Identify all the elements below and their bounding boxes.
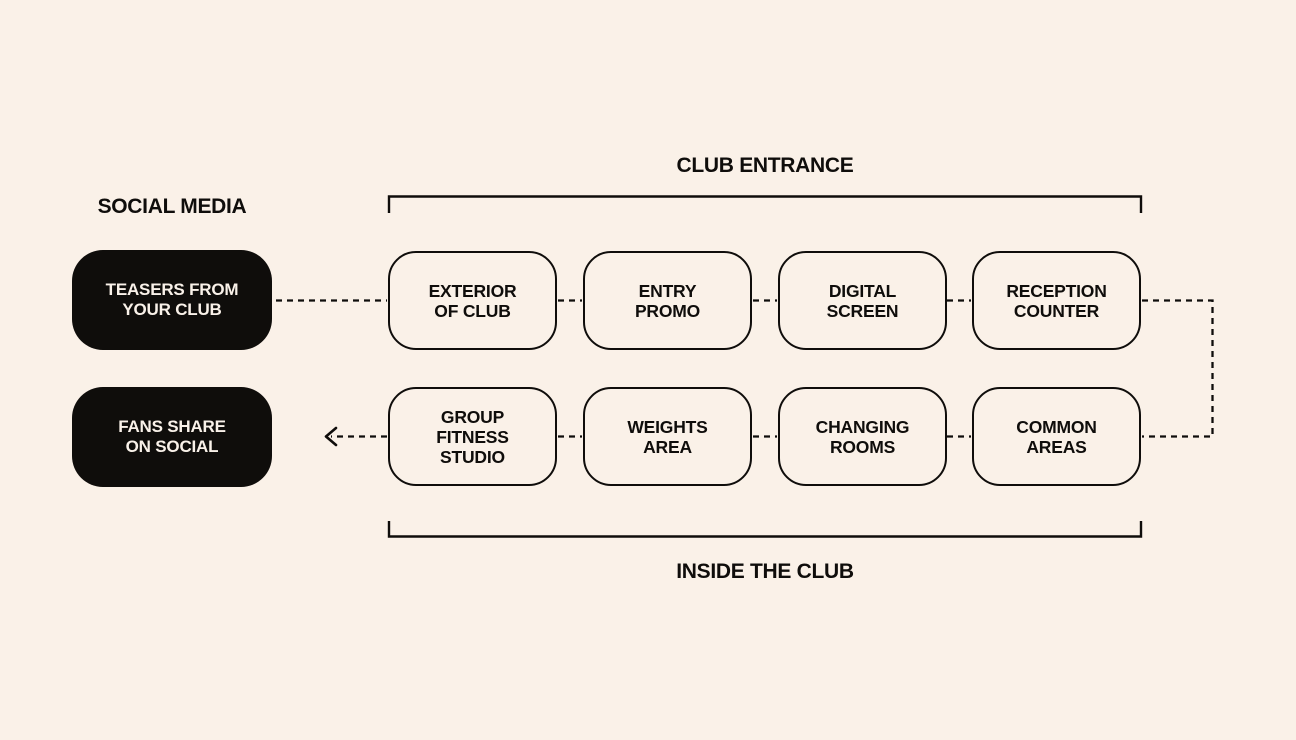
connector-reception-to-common — [1142, 299, 1214, 438]
inside-the-club-bracket — [387, 521, 1143, 538]
digital-screen-node: DIGITAL SCREEN — [778, 251, 947, 350]
left-arrow-icon — [324, 426, 338, 447]
entry-promo-node: ENTRY PROMO — [583, 251, 752, 350]
club-entrance-heading: CLUB ENTRANCE — [676, 154, 854, 177]
exterior-of-club-node: EXTERIOR OF CLUB — [388, 251, 557, 350]
weights-area-node: WEIGHTS AREA — [583, 387, 752, 486]
club-entrance-bracket — [387, 195, 1143, 213]
group-fitness-studio-node: GROUP FITNESS STUDIO — [388, 387, 557, 486]
changing-rooms-node: CHANGING ROOMS — [778, 387, 947, 486]
inside-the-club-heading: INSIDE THE CLUB — [676, 560, 854, 583]
social-media-heading: SOCIAL MEDIA — [97, 195, 247, 218]
teasers-from-your-club-node: TEASERS FROM YOUR CLUB — [72, 250, 272, 350]
common-areas-node: COMMON AREAS — [972, 387, 1141, 486]
fans-share-on-social-node: FANS SHARE ON SOCIAL — [72, 387, 272, 487]
reception-counter-node: RECEPTION COUNTER — [972, 251, 1141, 350]
